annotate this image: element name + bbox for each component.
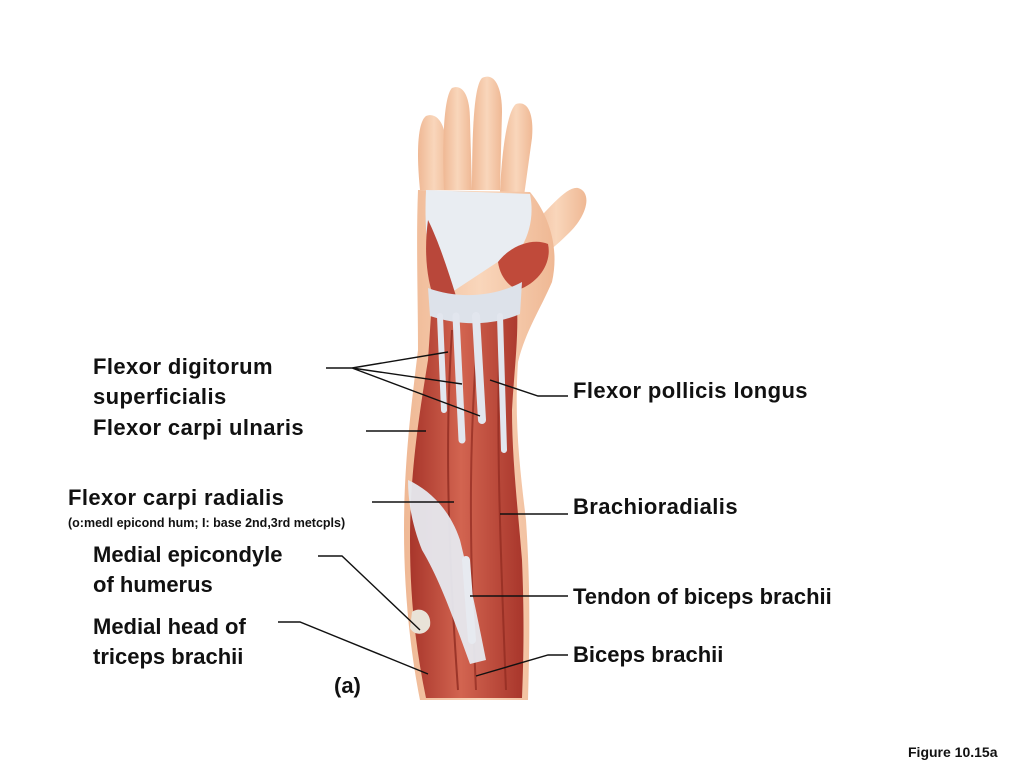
figure-number: Figure 10.15a — [908, 744, 998, 760]
label-line-1: Medial epicondyle — [93, 542, 283, 567]
leader-flexor-digitorum — [326, 351, 481, 417]
tendon-1 — [437, 313, 447, 413]
tendon-3 — [472, 312, 486, 424]
leader-medial-head-triceps — [278, 621, 429, 675]
label-flexor-carpi-ulnaris: Flexor carpi ulnaris — [93, 415, 304, 440]
palm-tendons — [425, 190, 532, 300]
hand-fingers — [418, 76, 587, 258]
leader-biceps-brachii — [475, 654, 568, 677]
leader-medial-epicondyle — [318, 555, 421, 631]
panel-tag: (a) — [334, 673, 361, 698]
label-flexor-digitorum-superficialis: Flexor digitorum superficialis — [93, 352, 273, 412]
label-flexor-carpi-radialis: Flexor carpi radialis — [68, 485, 285, 510]
tendon-2 — [452, 312, 466, 444]
label-line-1: Flexor digitorum — [93, 354, 273, 379]
leader-flexor-pollicis — [489, 379, 568, 397]
middle-finger — [472, 76, 502, 190]
label-brachioradialis: Brachioradialis — [573, 494, 738, 519]
hypothenar-muscle — [426, 220, 456, 304]
little-finger — [418, 115, 450, 190]
medial-epicondyle — [410, 609, 431, 634]
label-flexor-pollicis-longus: Flexor pollicis longus — [573, 378, 808, 403]
biceps-tendon — [462, 556, 476, 644]
label-line-1: Medial head of — [93, 614, 246, 639]
label-biceps-brachii: Biceps brachii — [573, 642, 724, 667]
tendon-4 — [497, 313, 507, 453]
label-tendon-biceps-brachii: Tendon of biceps brachii — [573, 584, 832, 609]
label-medial-head-triceps: Medial head of triceps brachii — [93, 612, 246, 672]
label-line-2: of humerus — [93, 572, 213, 597]
label-medial-epicondyle: Medial epicondyle of humerus — [93, 540, 283, 600]
forearm-tendons — [437, 312, 507, 453]
label-line-2: superficialis — [93, 384, 227, 409]
thenar-muscle — [498, 241, 549, 290]
index-finger — [500, 103, 533, 196]
label-flexor-carpi-radialis-note: (o:medl epicond hum; I: base 2nd,3rd met… — [68, 516, 346, 530]
flexor-retinaculum — [428, 282, 522, 324]
label-line-2: triceps brachii — [93, 644, 244, 669]
ring-finger — [443, 87, 472, 190]
muscle-groove-1 — [447, 329, 459, 691]
